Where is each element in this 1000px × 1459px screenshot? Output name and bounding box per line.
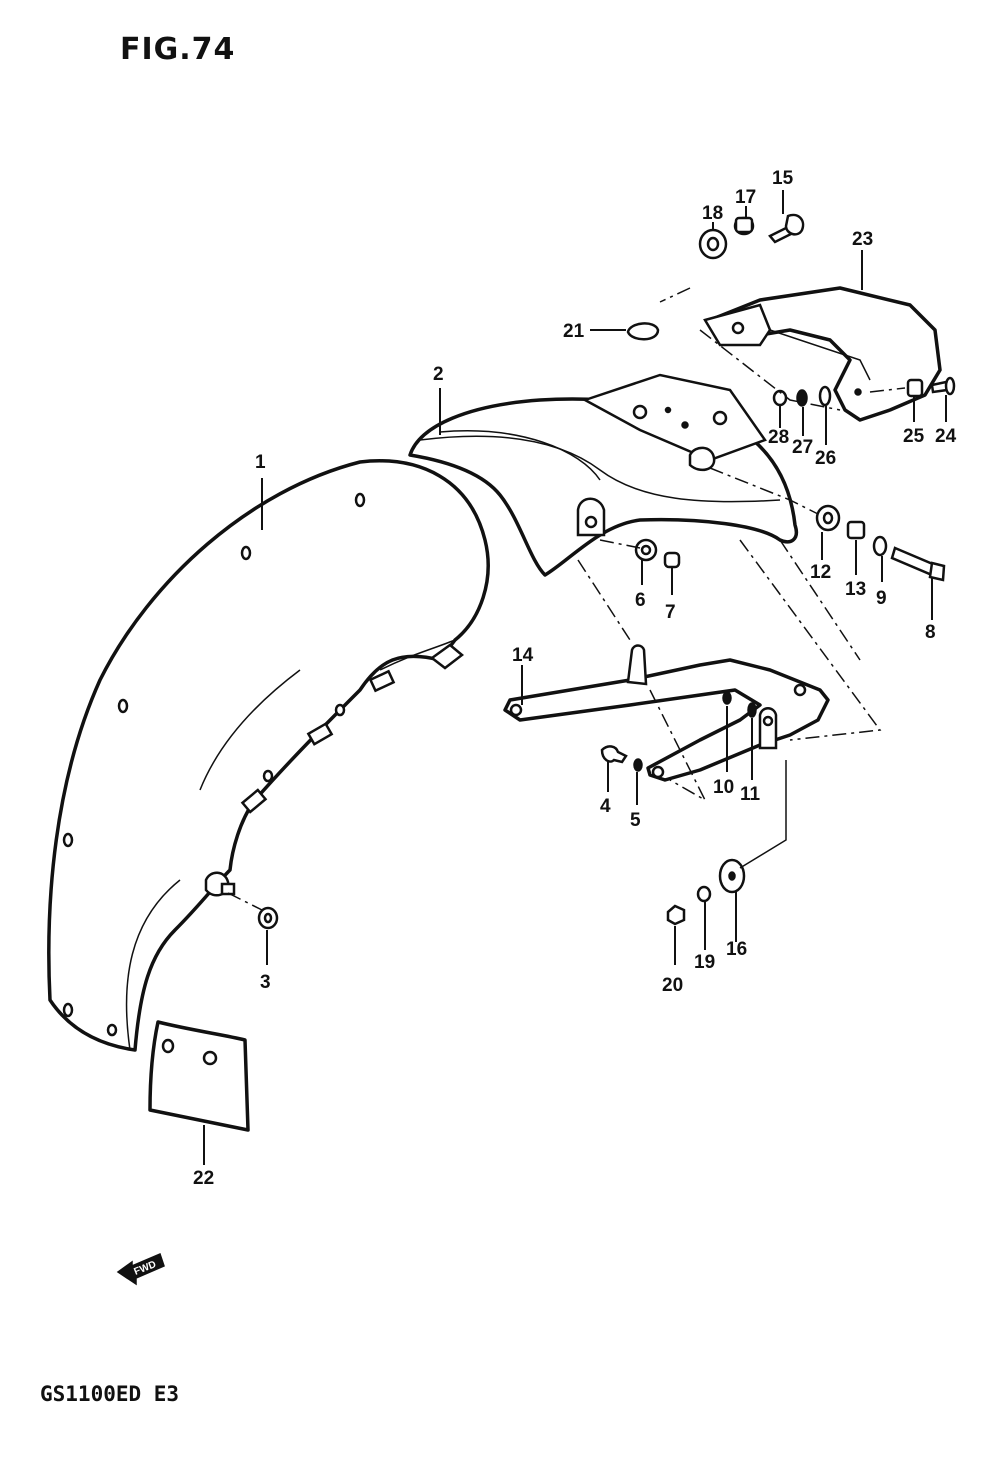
callout-16: 16 — [726, 939, 747, 960]
mud-flap-part-22 — [148, 1020, 250, 1132]
rear-fender-rear-part-2 — [408, 373, 798, 577]
model-code: GS1100ED E3 — [40, 1382, 180, 1406]
callout-24: 24 — [935, 426, 957, 447]
fender-brace-part-14 — [503, 644, 830, 782]
callout-11: 11 — [740, 784, 761, 805]
callout-10: 10 — [713, 777, 734, 798]
callout-22: 22 — [193, 1168, 214, 1189]
leader-lines — [203, 190, 947, 1165]
callout-13: 13 — [845, 579, 866, 600]
callout-15: 15 — [772, 168, 794, 189]
callout-14: 14 — [512, 645, 534, 666]
assembly-lines — [227, 287, 906, 911]
callout-25: 25 — [903, 426, 925, 447]
callout-1: 1 — [255, 452, 266, 473]
callout-23: 23 — [852, 229, 873, 250]
callout-2: 2 — [433, 364, 444, 385]
callout-labels: 1 2 3 4 5 6 7 8 9 10 11 12 13 14 15 16 1… — [193, 168, 957, 1189]
callout-7: 7 — [665, 602, 676, 623]
callout-26: 26 — [815, 448, 836, 469]
callout-18: 18 — [702, 203, 723, 224]
callout-9: 9 — [876, 588, 887, 609]
callout-17: 17 — [735, 187, 756, 208]
figure-title: FIG.74 — [120, 32, 236, 67]
callout-19: 19 — [694, 952, 715, 973]
callout-27: 27 — [792, 437, 813, 458]
callout-5: 5 — [630, 810, 641, 831]
rear-fender-front-part-1 — [47, 459, 490, 1052]
callout-3: 3 — [260, 972, 271, 993]
callout-8: 8 — [925, 622, 936, 643]
callout-28: 28 — [768, 427, 789, 448]
tail-bracket-part-23 — [703, 286, 942, 422]
hardware-items — [257, 213, 956, 930]
callout-20: 20 — [662, 975, 683, 996]
callout-6: 6 — [635, 590, 646, 611]
callout-12: 12 — [810, 562, 831, 583]
fwd-label: FWD — [133, 1259, 158, 1278]
callout-4: 4 — [600, 796, 611, 817]
forward-direction-arrow: FWD — [116, 1252, 165, 1286]
callout-21: 21 — [563, 321, 585, 342]
